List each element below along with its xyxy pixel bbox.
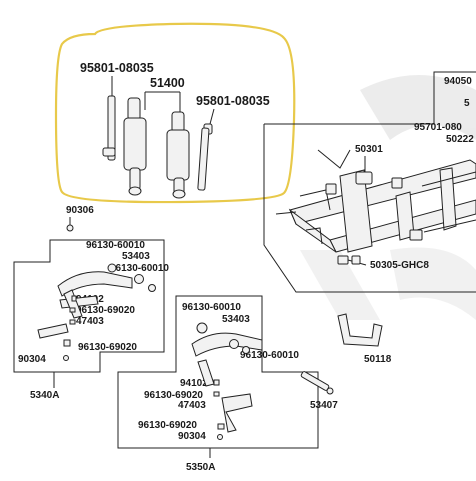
label-95801-right: 95801-08035 xyxy=(196,94,270,108)
label-left-53403: 53403 xyxy=(122,251,150,262)
label-50222: 50222 xyxy=(446,134,474,145)
label-5350A: 5350A xyxy=(186,462,215,473)
left-leaf-bracket xyxy=(37,263,156,361)
label-5: 5 xyxy=(464,98,470,109)
label-right-96130-69020-b: 96130-69020 xyxy=(138,420,197,431)
highlight-outline xyxy=(54,22,296,204)
bolt-right xyxy=(197,123,213,191)
label-right-47403: 47403 xyxy=(178,400,206,411)
bolt-90306 xyxy=(66,224,74,232)
shock-absorber-2 xyxy=(166,111,190,199)
bolt-left xyxy=(102,95,116,161)
right-assembly-border xyxy=(117,295,319,449)
left-assembly-border xyxy=(13,239,165,373)
label-94050: 94050 xyxy=(444,76,472,87)
label-95801-left: 95801-08035 xyxy=(80,61,154,75)
bolt-53407: 53407 xyxy=(300,371,338,411)
label-right-96130-60010-a: 96130-60010 xyxy=(182,302,241,313)
label-right-94102: 94102 xyxy=(180,378,208,389)
label-right-90304: 90304 xyxy=(178,431,206,442)
label-left-96130-60010-b: 96130-60010 xyxy=(110,263,169,274)
label-90306: 90306 xyxy=(66,205,94,216)
frame-border xyxy=(263,71,476,293)
label-51400: 51400 xyxy=(150,76,185,90)
shock-absorber-1 xyxy=(123,97,147,196)
label-right-53403: 53403 xyxy=(222,314,250,325)
bracket-50118: 50118 xyxy=(337,313,392,365)
label-right-96130-60010-b: 96130-60010 xyxy=(240,350,299,361)
label-left-96130-60010-a: 96130-60010 xyxy=(86,240,145,251)
label-left-96130-69020-a: 96130-69020 xyxy=(76,305,135,316)
leader-right-bolt xyxy=(209,108,215,125)
label-5340A: 5340A xyxy=(30,390,59,401)
right-leaf-bracket xyxy=(191,322,263,440)
shock-absorber-group: 95801-08035 51400 95801-08035 xyxy=(54,22,296,204)
label-50301: 50301 xyxy=(355,144,383,155)
label-50118: 50118 xyxy=(364,354,392,365)
label-50305: 50305-GHC8 xyxy=(370,260,429,271)
left-assembly: 90306 96130-60010 53403 96130-60010 9410… xyxy=(13,205,169,401)
frame-section: 94050 5 95701-080 50222 50301 50305-GHC8 xyxy=(263,71,476,293)
label-right-96130-69020-a: 96130-69020 xyxy=(144,390,203,401)
chassis-frame xyxy=(275,149,476,265)
label-left-96130-69020-b: 96130-69020 xyxy=(78,342,137,353)
label-53407: 53407 xyxy=(310,400,338,411)
label-95701: 95701-080 xyxy=(414,122,462,133)
label-left-47403: 47403 xyxy=(76,316,104,327)
label-left-90304: 90304 xyxy=(18,354,46,365)
right-assembly: 96130-60010 53403 96130-60010 94102 9613… xyxy=(117,295,319,473)
